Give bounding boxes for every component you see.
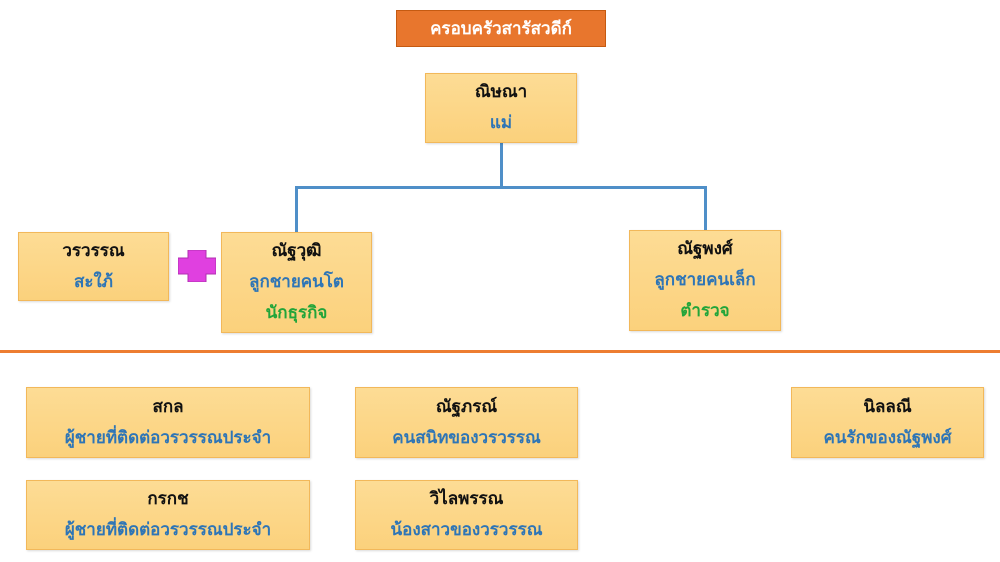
section-divider — [0, 350, 1000, 353]
youngest-role: ลูกชายคนเล็ก — [654, 270, 756, 290]
person-name: สกล — [152, 396, 184, 417]
person-role: น้องสาวของวรวรรณ — [390, 520, 543, 540]
mother-box: ณิษณา แม่ — [425, 73, 577, 143]
eldest-son-box: ณัฐวุฒิ ลูกชายคนโต นักธุรกิจ — [221, 232, 372, 333]
person-name: กรกช — [147, 489, 189, 509]
person-box-korakot: กรกช ผู้ชายที่ติดต่อวรวรรณประจำ — [26, 480, 310, 550]
diagram-title: ครอบครัวสารัสวดีก์ — [396, 10, 606, 47]
person-role: คนรักของณัฐพงศ์ — [823, 427, 952, 448]
youngest-job: ตำรวจ — [680, 301, 730, 321]
person-box-sakol: สกล ผู้ชายที่ติดต่อวรวรรณประจำ — [26, 387, 310, 458]
person-box-wilaiporn: วิไลพรรณ น้องสาวของวรวรรณ — [355, 480, 578, 550]
person-name: ณัฐภรณ์ — [435, 396, 498, 417]
eldest-job: นักธุรกิจ — [265, 303, 328, 323]
connector-mother-down — [500, 142, 503, 188]
wife-name: วรวรรณ — [62, 240, 125, 261]
wife-box: วรวรรณ สะใภ้ — [18, 232, 169, 301]
person-role: ผู้ชายที่ติดต่อวรวรรณประจำ — [64, 520, 272, 540]
mother-name: ณิษณา — [474, 82, 528, 102]
eldest-role: ลูกชายคนโต — [249, 272, 344, 292]
eldest-name: ณัฐวุฒิ — [271, 241, 322, 261]
youngest-son-box: ณัฐพงศ์ ลูกชายคนเล็ก ตำรวจ — [629, 230, 781, 331]
person-role: คนสนิทของวรวรรณ — [392, 427, 541, 448]
person-box-ninlanee: นิลลณี คนรักของณัฐพงศ์ — [791, 387, 984, 458]
connector-youngest — [704, 186, 707, 231]
connector-eldest — [295, 186, 298, 232]
person-box-nattaporn: ณัฐภรณ์ คนสนิทของวรวรรณ — [355, 387, 578, 458]
connector-horizontal — [295, 186, 707, 189]
mother-role: แม่ — [489, 113, 513, 133]
plus-icon — [178, 250, 216, 282]
wife-role: สะใภ้ — [73, 271, 113, 292]
person-name: นิลลณี — [863, 396, 912, 417]
person-role: ผู้ชายที่ติดต่อวรวรรณประจำ — [64, 427, 272, 448]
person-name: วิไลพรรณ — [429, 489, 504, 509]
youngest-name: ณัฐพงศ์ — [677, 239, 733, 259]
